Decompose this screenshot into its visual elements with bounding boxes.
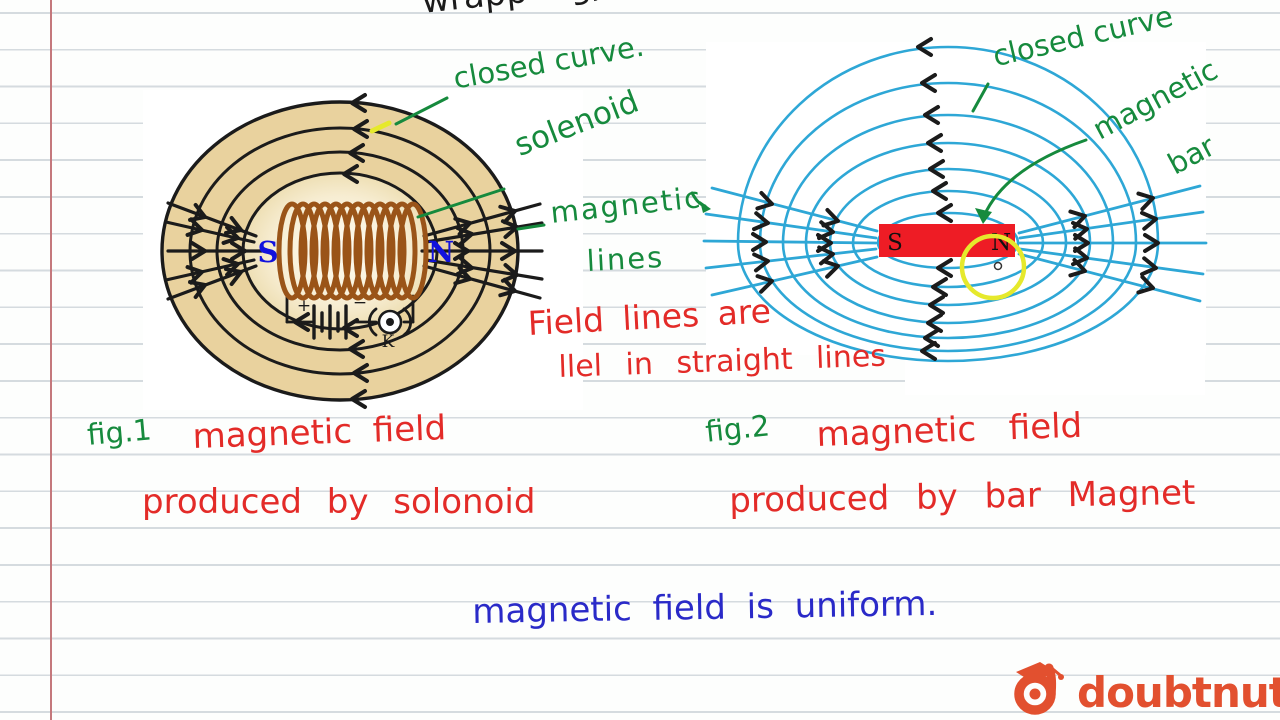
pointer-arrowhead xyxy=(975,208,992,224)
solenoid-coil xyxy=(276,201,429,301)
blue-note: magnetic field is uniform. xyxy=(471,583,938,632)
cyan-straight-lines xyxy=(702,184,1208,303)
doubtnut-icon xyxy=(1014,662,1064,715)
solenoid-south-label: S xyxy=(258,235,279,269)
bar-magnet xyxy=(879,224,1015,257)
fig1-lines-label: lines xyxy=(585,239,666,278)
battery-circuit xyxy=(285,294,415,340)
fig1-caption-line2: produced by solonoid xyxy=(142,482,536,522)
fig1-number: fig.1 xyxy=(85,412,153,452)
battery-plus-label: + xyxy=(297,296,311,316)
arrow-mark-head xyxy=(700,201,711,213)
key-label: K xyxy=(382,332,395,352)
solenoid-north-label: N xyxy=(428,235,455,269)
fig2-magnetic-bar-pointer xyxy=(982,138,1088,218)
yellow-tick xyxy=(369,120,392,134)
fig1-solenoid-pointer xyxy=(416,187,506,219)
point-marker xyxy=(993,261,1003,271)
field-lines-right xyxy=(420,202,544,300)
fig2-number: fig.2 xyxy=(703,408,772,449)
magnet-south-label: S xyxy=(887,230,903,256)
fig2-caption-line2: produced by bar Magnet xyxy=(728,472,1196,521)
annotation-pointers xyxy=(394,82,1088,231)
solenoid-field-diagram: + − K S N xyxy=(160,93,544,409)
margin-line xyxy=(50,0,52,720)
fig1-caption-line1: magnetic field xyxy=(191,408,447,457)
fig1-magnetic-lines-dash xyxy=(516,223,546,231)
fig1-closed-curve-pointer xyxy=(394,96,449,126)
fig2-paper xyxy=(706,42,1206,355)
yellow-highlight-circle xyxy=(959,233,1027,301)
fig2-closed-curve-pointer xyxy=(971,82,990,113)
doubtnut-wordmark: doubtnut xyxy=(1077,668,1280,717)
bar-magnet-diagram: S N xyxy=(702,37,1208,363)
